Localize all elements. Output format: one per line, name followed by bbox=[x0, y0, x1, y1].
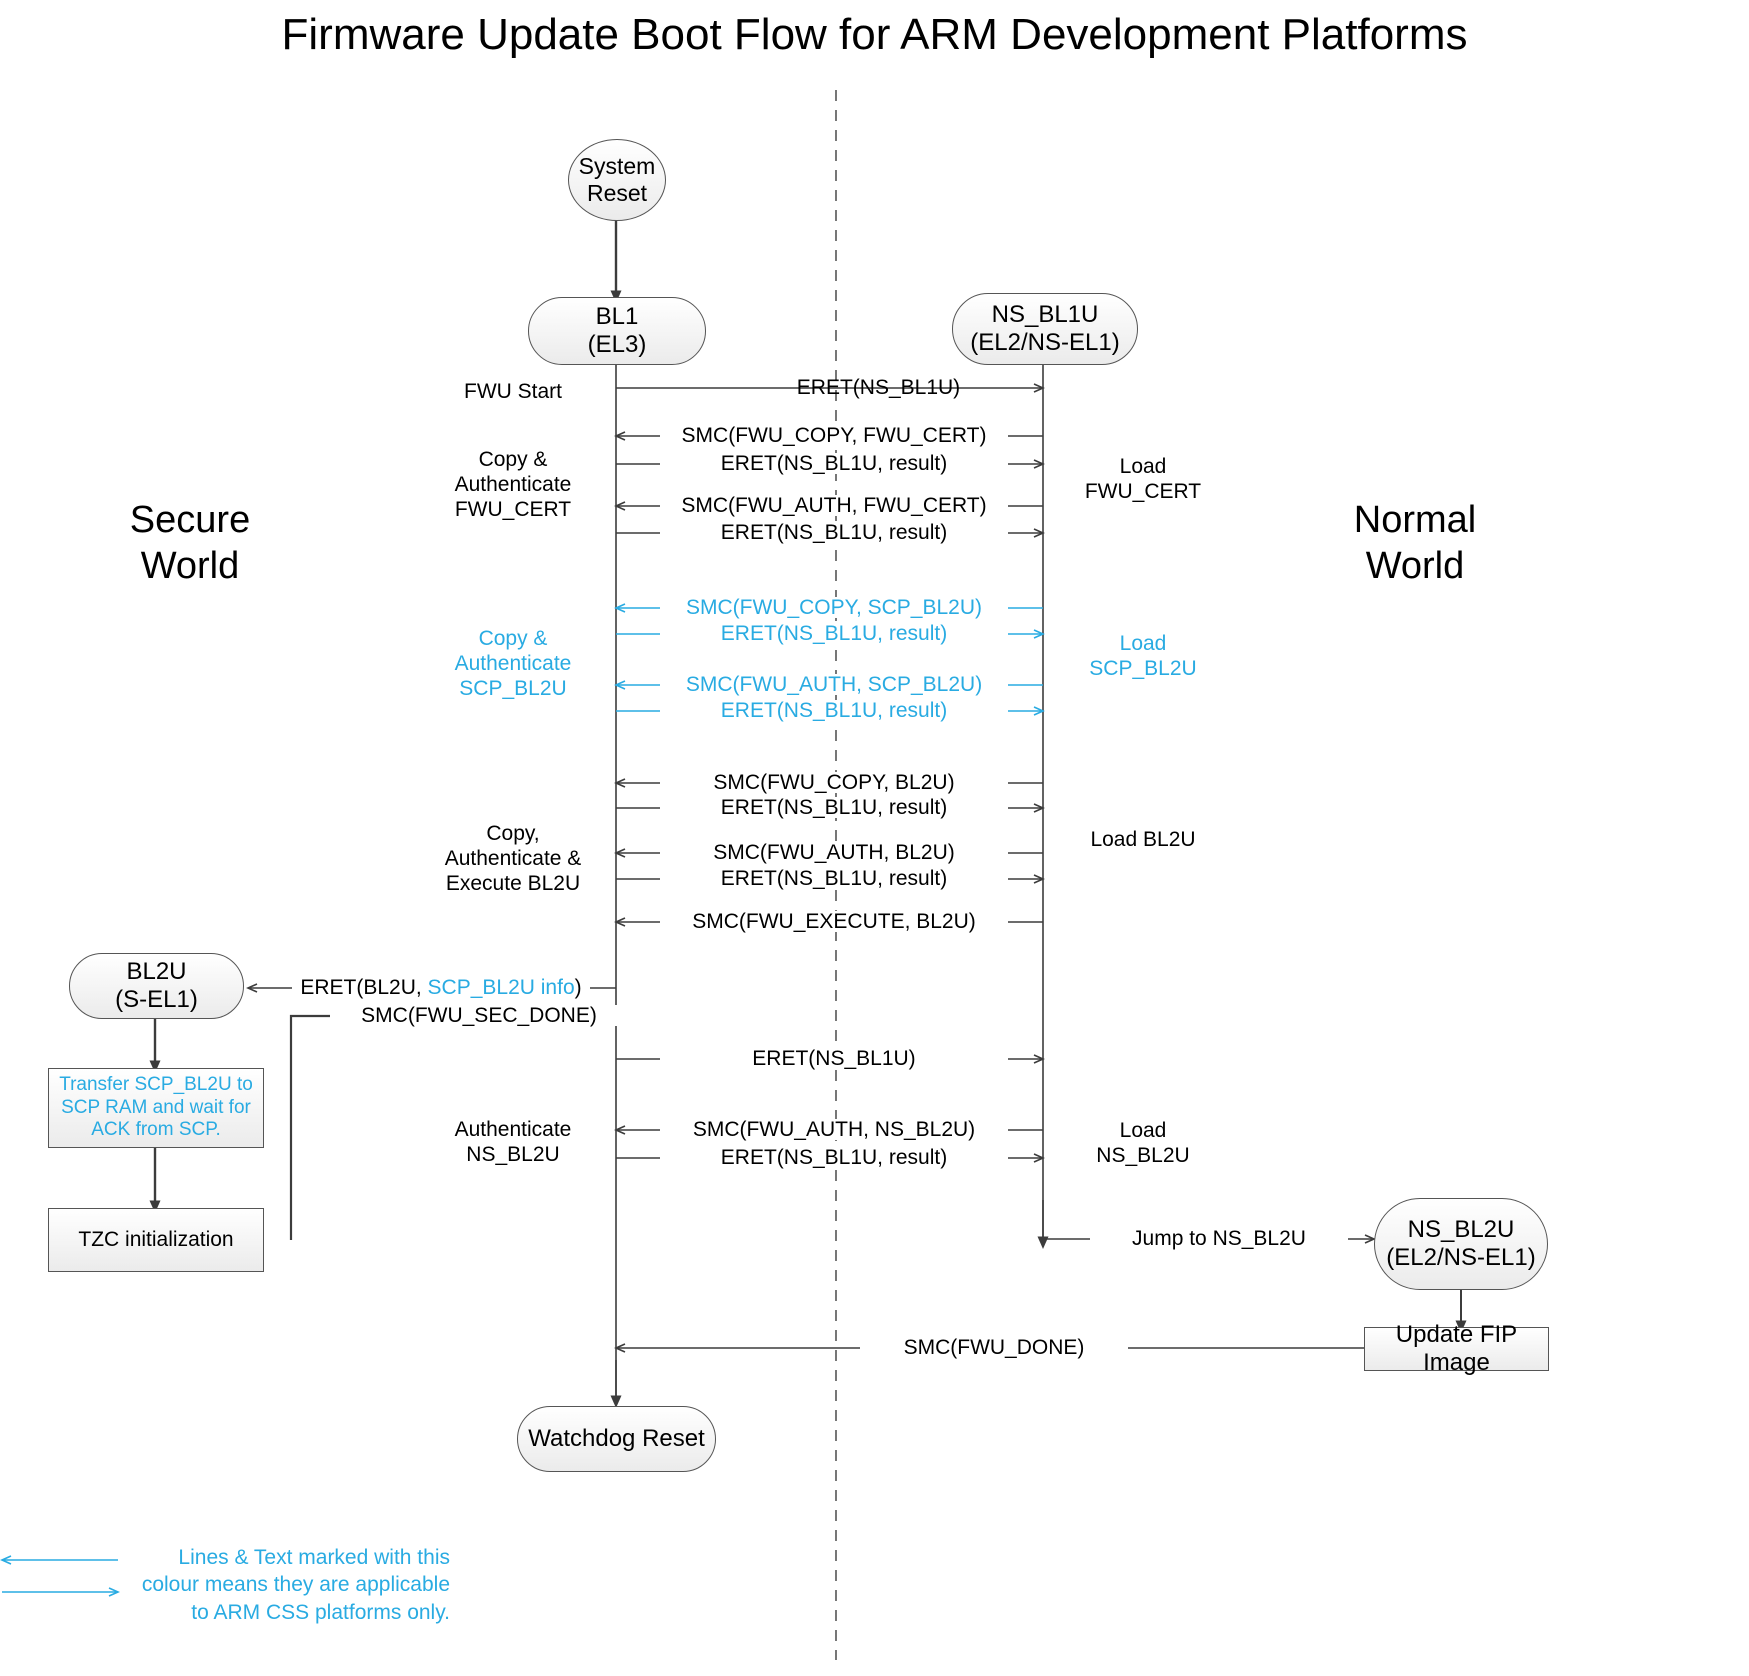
message-label-m17: SMC(FWU_AUTH, NS_BL2U) bbox=[660, 1119, 1008, 1140]
annotation-fwu-start: FWU Start bbox=[464, 380, 562, 403]
node-system-reset[interactable]: System Reset bbox=[568, 139, 666, 221]
node-bl1[interactable]: BL1 (EL3) bbox=[528, 297, 706, 365]
message-label-m12: SMC(FWU_AUTH, BL2U) bbox=[660, 842, 1008, 863]
node-watchdog-reset[interactable]: Watchdog Reset bbox=[517, 1406, 716, 1472]
node-tzc-initialization[interactable]: TZC initialization bbox=[48, 1208, 264, 1272]
annotation-copy-auth-fwu-cert: Copy & Authenticate FWU_CERT bbox=[454, 448, 572, 521]
annotation-copy-auth-exec-bl2u: Copy, Authenticate & Execute BL2U bbox=[444, 822, 582, 895]
annotation-load-bl2u: Load BL2U bbox=[1090, 828, 1196, 851]
node-transfer-scp-bl2u[interactable]: Transfer SCP_BL2U to SCP RAM and wait fo… bbox=[48, 1068, 264, 1148]
node-update-fip-image[interactable]: Update FIP Image bbox=[1364, 1321, 1549, 1376]
annotation-authenticate-ns-bl2u: Authenticate NS_BL2U bbox=[454, 1118, 572, 1166]
node-ns-bl2u[interactable]: NS_BL2U (EL2/NS-EL1) bbox=[1374, 1198, 1548, 1290]
message-label-m6: SMC(FWU_COPY, SCP_BL2U) bbox=[660, 597, 1008, 618]
message-label-m3: ERET(NS_BL1U, result) bbox=[660, 453, 1008, 474]
label-normal-world: Normal World bbox=[1353, 499, 1477, 587]
annotation-copy-auth-scp-bl2u: Copy & Authenticate SCP_BL2U bbox=[454, 627, 572, 700]
message-label-m20: SMC(FWU_DONE) bbox=[860, 1337, 1128, 1358]
eret-bl2u-suffix: ) bbox=[574, 976, 582, 999]
message-label-m10: SMC(FWU_COPY, BL2U) bbox=[660, 772, 1008, 793]
message-label-m8: SMC(FWU_AUTH, SCP_BL2U) bbox=[660, 674, 1008, 695]
message-label-m18: ERET(NS_BL1U, result) bbox=[660, 1147, 1008, 1168]
message-label-m7: ERET(NS_BL1U, result) bbox=[660, 623, 1008, 644]
message-label-m1: ERET(NS_BL1U) bbox=[796, 376, 961, 399]
message-label-m11: ERET(NS_BL1U, result) bbox=[660, 797, 1008, 818]
message-label-m4: SMC(FWU_AUTH, FWU_CERT) bbox=[660, 495, 1008, 516]
message-label-m16: ERET(NS_BL1U) bbox=[660, 1048, 1008, 1069]
message-label-m14: SMC(FWU_EXECUTE, BL2U) bbox=[660, 911, 1008, 932]
node-ns-bl1u[interactable]: NS_BL1U (EL2/NS-EL1) bbox=[952, 293, 1138, 365]
label-secure-world: Secure World bbox=[129, 499, 251, 587]
annotation-load-fwu-cert: Load FWU_CERT bbox=[1084, 455, 1202, 503]
message-label-m15: SMC(FWU_SEC_DONE) bbox=[330, 1005, 628, 1026]
message-label-m5: ERET(NS_BL1U, result) bbox=[660, 522, 1008, 543]
message-label-m19: Jump to NS_BL2U bbox=[1090, 1228, 1348, 1249]
message-label-m9: ERET(NS_BL1U, result) bbox=[660, 700, 1008, 721]
page-title: Firmware Update Boot Flow for ARM Develo… bbox=[281, 10, 1468, 59]
annotation-load-ns-bl2u: Load NS_BL2U bbox=[1096, 1119, 1190, 1167]
legend-description: Lines & Text marked with this colour mea… bbox=[141, 1546, 450, 1624]
annotation-load-scp-bl2u: Load SCP_BL2U bbox=[1089, 632, 1197, 680]
node-bl2u[interactable]: BL2U (S-EL1) bbox=[69, 953, 244, 1019]
message-label-eret-bl2u-scp-info: ERET(BL2U, SCP_BL2U info) bbox=[292, 977, 590, 998]
message-label-m2: SMC(FWU_COPY, FWU_CERT) bbox=[660, 425, 1008, 446]
message-label-m13: ERET(NS_BL1U, result) bbox=[660, 868, 1008, 889]
eret-bl2u-accent: SCP_BL2U info bbox=[427, 976, 575, 999]
eret-bl2u-prefix: ERET(BL2U, bbox=[300, 976, 428, 999]
